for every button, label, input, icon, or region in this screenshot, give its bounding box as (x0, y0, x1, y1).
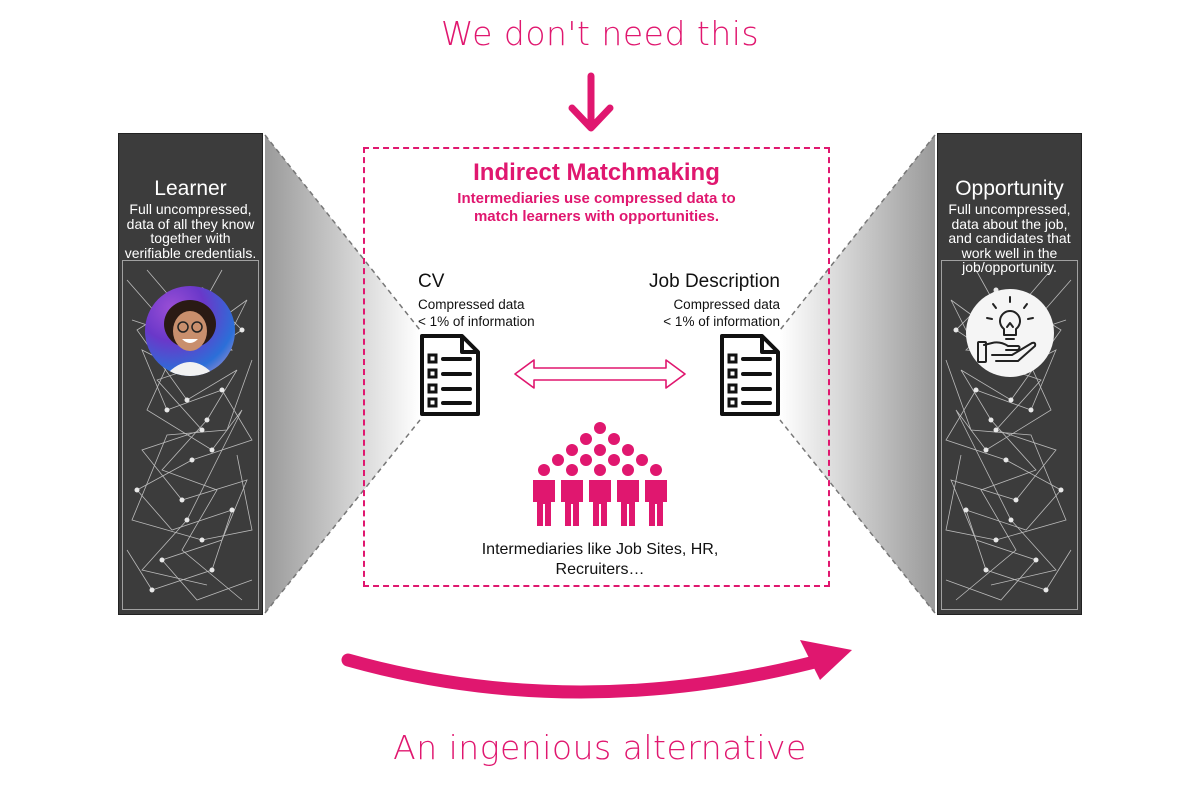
learner-panel: Learner Full uncompressed, data of all t… (118, 133, 263, 615)
people-group-icon (533, 422, 667, 526)
cv-block: CV Compressed data < 1% of information (418, 271, 568, 330)
matchmaking-title: Indirect Matchmaking (473, 159, 720, 186)
job-description-block: Job Description Compressed data < 1% of … (630, 271, 780, 330)
job-description-info-label: < 1% of information (663, 314, 780, 329)
cv-document-icon (420, 334, 480, 416)
learner-avatar (145, 286, 235, 376)
intermediaries-label: Intermediaries like Job Sites, HR, Recru… (481, 541, 719, 578)
matchmaking-box (363, 147, 830, 587)
opportunity-title: Opportunity (955, 177, 1064, 200)
matchmaking-subtitle-text: Intermediaries use compressed data to ma… (457, 190, 736, 225)
job-document-icon (720, 334, 780, 416)
cv-info-label: < 1% of information (418, 314, 535, 329)
opportunity-description: Full uncompressed, data about the job, a… (948, 201, 1071, 275)
curved-arrow-icon (341, 640, 852, 699)
lightbulb-hand-icon (966, 289, 1054, 377)
job-description-title: Job Description (649, 271, 780, 292)
bottom-caption: An ingenious alternative (393, 728, 807, 767)
matchmaking-subtitle: Intermediaries use compressed data to ma… (363, 190, 830, 226)
cv-compressed-label: Compressed data (418, 297, 525, 312)
learner-title: Learner (154, 177, 227, 200)
down-arrow-icon (568, 72, 614, 132)
opportunity-panel: Opportunity Full uncompressed, data abou… (937, 133, 1082, 615)
double-arrow-icon (514, 359, 686, 389)
job-description-compressed-label: Compressed data (673, 297, 780, 312)
top-caption: We don't need this (440, 14, 760, 53)
learner-description: Full uncompressed, data of all they know… (124, 201, 257, 261)
cv-title: CV (418, 271, 445, 292)
